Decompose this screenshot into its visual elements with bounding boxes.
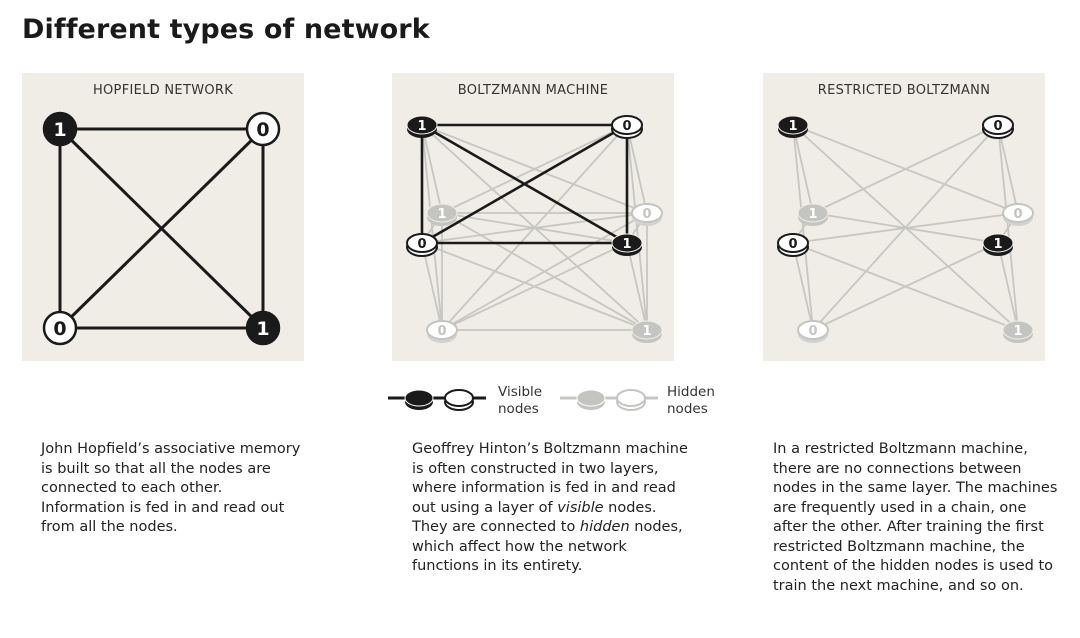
svg-text:1: 1 bbox=[417, 119, 426, 134]
hopfield-node-1: 1 bbox=[42, 111, 78, 147]
rbm-hidden-node-3: 0 bbox=[797, 320, 829, 343]
svg-text:0: 0 bbox=[788, 237, 797, 252]
boltzmann-panel-title: BOLTZMANN MACHINE bbox=[457, 83, 609, 98]
legend-visible-symbol bbox=[388, 389, 486, 411]
svg-text:1: 1 bbox=[788, 119, 797, 134]
hopfield-diagram: 1 0 0 1 bbox=[42, 111, 281, 346]
boltzmann-visible-node-4: 1 bbox=[611, 233, 643, 256]
rbm-panel: RESTRICTED BOLTZMANN 1 bbox=[763, 73, 1045, 361]
svg-text:1: 1 bbox=[1013, 324, 1022, 339]
hopfield-node-3: 0 bbox=[42, 310, 78, 346]
svg-text:0: 0 bbox=[53, 318, 66, 340]
boltzmann-hidden-node-2: 0 bbox=[631, 203, 663, 226]
rbm-visible-node-3: 0 bbox=[777, 233, 809, 257]
svg-text:0: 0 bbox=[622, 119, 631, 134]
svg-text:0: 0 bbox=[993, 119, 1002, 134]
svg-text:0: 0 bbox=[437, 324, 446, 339]
legend-hidden-label: Hidden nodes bbox=[667, 384, 715, 417]
legend-hidden-symbol bbox=[560, 389, 658, 411]
rbm-panel-title: RESTRICTED BOLTZMANN bbox=[817, 83, 991, 98]
boltzmann-hidden-node-4: 1 bbox=[631, 320, 663, 343]
rbm-hidden-node-4: 1 bbox=[1002, 320, 1034, 343]
svg-text:1: 1 bbox=[437, 207, 446, 222]
svg-text:1: 1 bbox=[642, 324, 651, 339]
legend: Visible nodes Hidden nodes bbox=[386, 378, 726, 428]
svg-text:0: 0 bbox=[417, 237, 426, 252]
boltzmann-panel: BOLTZMANN MACHINE bbox=[392, 73, 674, 361]
svg-text:1: 1 bbox=[256, 318, 269, 340]
legend-visible-label: Visible nodes bbox=[498, 384, 543, 417]
hopfield-description: John Hopfield’s associative memory is bu… bbox=[41, 441, 301, 535]
boltzmann-diagram: 1 0 0 1 1 0 0 bbox=[406, 115, 663, 343]
hopfield-node-4: 1 bbox=[245, 310, 281, 346]
emphasis-visible: visible bbox=[557, 499, 604, 516]
hopfield-panel: HOPFIELD NETWORK 1 0 0 1 bbox=[22, 73, 304, 361]
svg-text:1: 1 bbox=[622, 237, 631, 252]
svg-text:1: 1 bbox=[53, 119, 66, 141]
svg-text:1: 1 bbox=[993, 237, 1002, 252]
boltzmann-visible-node-2: 0 bbox=[611, 115, 643, 139]
boltzmann-hidden-node-1: 1 bbox=[426, 203, 458, 226]
boltzmann-hidden-node-3: 0 bbox=[426, 320, 458, 343]
boltzmann-visible-node-3: 0 bbox=[406, 233, 438, 257]
svg-text:0: 0 bbox=[642, 207, 651, 222]
rbm-visible-node-4: 1 bbox=[982, 233, 1014, 256]
svg-text:1: 1 bbox=[808, 207, 817, 222]
rbm-hidden-node-1: 1 bbox=[797, 203, 829, 226]
emphasis-hidden: hidden bbox=[579, 519, 630, 535]
hopfield-node-2: 0 bbox=[245, 111, 281, 147]
boltzmann-visible-node-1: 1 bbox=[406, 115, 438, 138]
legend-symbols bbox=[388, 389, 658, 411]
page-title: Different types of network bbox=[22, 14, 430, 45]
edge bbox=[58, 127, 265, 330]
hopfield-panel-title: HOPFIELD NETWORK bbox=[92, 83, 234, 98]
svg-text:0: 0 bbox=[808, 324, 817, 339]
rbm-diagram: 1 0 0 1 1 0 0 bbox=[777, 115, 1034, 343]
svg-text:0: 0 bbox=[256, 119, 269, 141]
svg-text:0: 0 bbox=[1013, 207, 1022, 222]
rbm-visible-node-2: 0 bbox=[982, 115, 1014, 139]
boltzmann-description: Geoffrey Hinton’s Boltzmann machine is o… bbox=[412, 441, 688, 574]
rbm-visible-node-1: 1 bbox=[777, 115, 809, 138]
rbm-hidden-node-2: 0 bbox=[1002, 203, 1034, 226]
rbm-description: In a restricted Boltzmann machine, there… bbox=[773, 441, 1058, 594]
